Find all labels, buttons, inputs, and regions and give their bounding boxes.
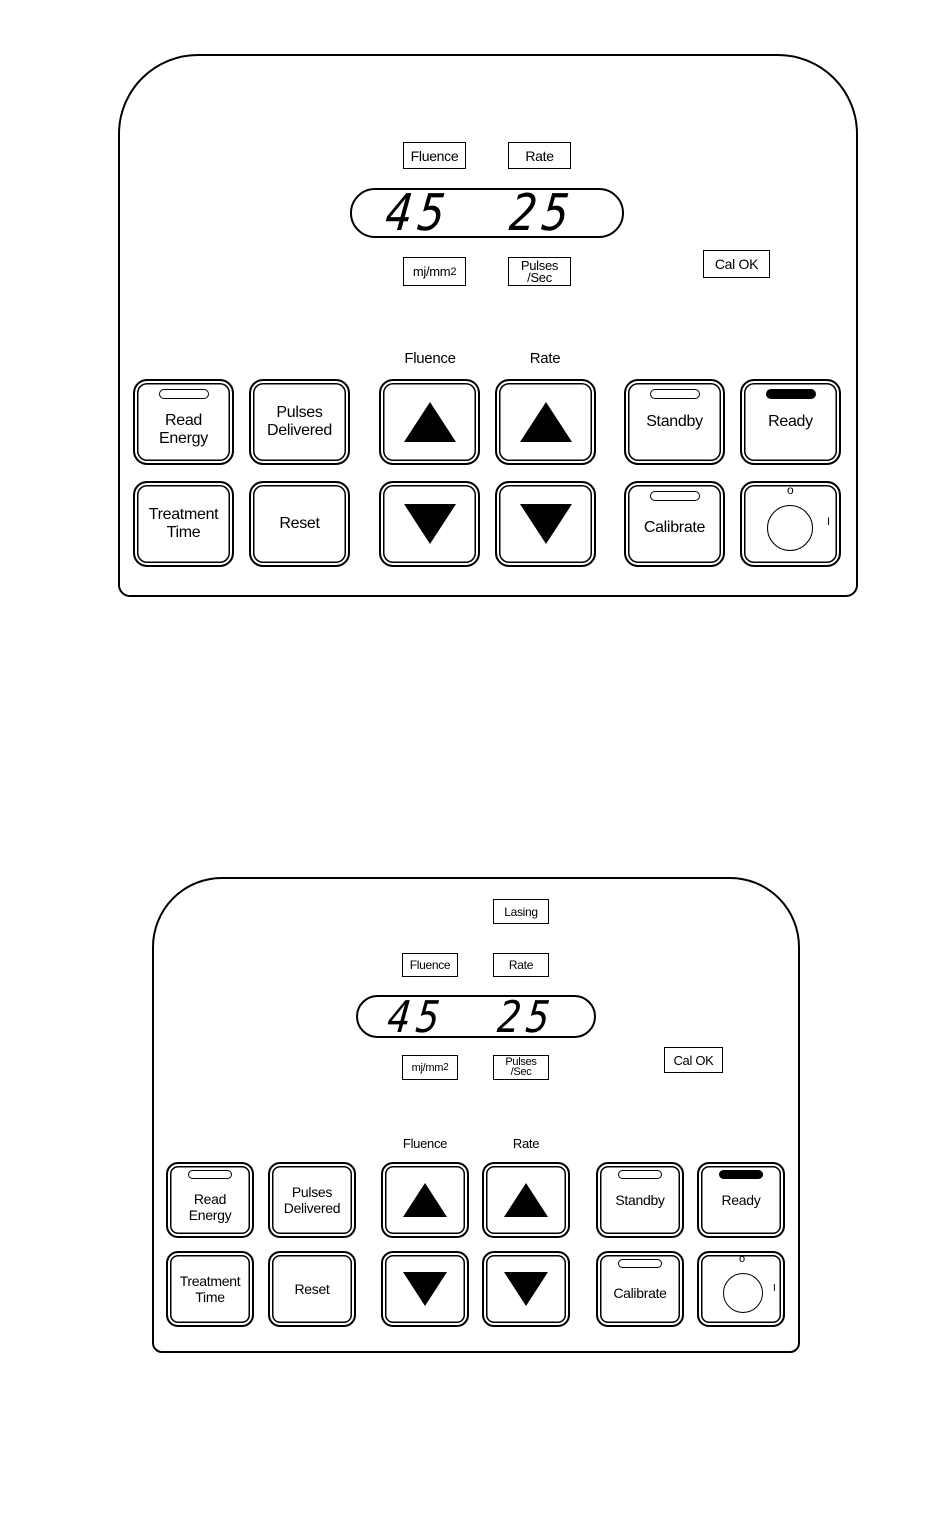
cal-ok-indicator: Cal OK [703, 250, 770, 278]
up-arrow-icon [403, 1183, 447, 1217]
read-energy-button[interactable]: Read Energy [166, 1162, 254, 1238]
key-switch[interactable]: o I [740, 481, 841, 567]
rate-unit-indicator: Pulses/Sec [508, 257, 571, 286]
fluence-arrows-label: Fluence [381, 1136, 469, 1151]
treatment-time-button[interactable]: Treatment Time [166, 1251, 254, 1327]
rate-readout: 25 [495, 992, 558, 1043]
ready-led [719, 1170, 763, 1179]
key-off-mark: o [739, 1253, 745, 1265]
fluence-indicator: Fluence [403, 142, 466, 169]
rate-arrows-label: Rate [482, 1136, 570, 1151]
lasing-indicator: Lasing [493, 899, 549, 924]
read-energy-led [188, 1170, 232, 1179]
rate-up-button[interactable] [482, 1162, 570, 1238]
rate-down-button[interactable] [482, 1251, 570, 1327]
calibrate-led [618, 1259, 662, 1268]
ready-button[interactable]: Ready [697, 1162, 785, 1238]
key-on-mark: I [827, 516, 830, 528]
fluence-up-button[interactable] [381, 1162, 469, 1238]
standby-button[interactable]: Standby [596, 1162, 684, 1238]
treatment-time-button[interactable]: Treatment Time [133, 481, 234, 567]
rate-unit-indicator: Pulses/Sec [493, 1055, 549, 1080]
ready-button[interactable]: Ready [740, 379, 841, 465]
rate-up-button[interactable] [495, 379, 596, 465]
fluence-indicator: Fluence [402, 953, 458, 977]
rate-readout: 25 [507, 184, 578, 243]
reset-button[interactable]: Reset [268, 1251, 356, 1327]
pulses-delivered-button[interactable]: Pulses Delivered [268, 1162, 356, 1238]
down-arrow-icon [504, 1272, 548, 1306]
fluence-up-button[interactable] [379, 379, 480, 465]
fluence-down-button[interactable] [379, 481, 480, 567]
digital-display: 45 25 [350, 188, 624, 238]
calibrate-button[interactable]: Calibrate [624, 481, 725, 567]
rate-indicator: Rate [493, 953, 549, 977]
down-arrow-icon [404, 504, 456, 544]
read-energy-led [159, 389, 209, 399]
up-arrow-icon [520, 402, 572, 442]
rate-arrows-label: Rate [495, 350, 595, 367]
down-arrow-icon [520, 504, 572, 544]
up-arrow-icon [504, 1183, 548, 1217]
digital-display: 45 25 [356, 995, 596, 1038]
fluence-readout: 45 [383, 184, 454, 243]
fluence-down-button[interactable] [381, 1251, 469, 1327]
calibrate-button[interactable]: Calibrate [596, 1251, 684, 1327]
standby-button[interactable]: Standby [624, 379, 725, 465]
key-on-mark: I [773, 1283, 776, 1294]
rate-down-button[interactable] [495, 481, 596, 567]
standby-led [618, 1170, 662, 1179]
fluence-readout: 45 [385, 992, 448, 1043]
down-arrow-icon [403, 1272, 447, 1306]
key-switch[interactable]: o I [697, 1251, 785, 1327]
standby-led [650, 389, 700, 399]
reset-button[interactable]: Reset [249, 481, 350, 567]
up-arrow-icon [404, 402, 456, 442]
key-knob-icon [767, 505, 813, 551]
key-off-mark: o [787, 483, 794, 497]
key-knob-icon [723, 1273, 763, 1313]
read-energy-button[interactable]: Read Energy [133, 379, 234, 465]
calibrate-led [650, 491, 700, 501]
cal-ok-indicator: Cal OK [664, 1047, 723, 1073]
pulses-delivered-button[interactable]: Pulses Delivered [249, 379, 350, 465]
fluence-arrows-label: Fluence [380, 350, 480, 367]
ready-led [766, 389, 816, 399]
rate-indicator: Rate [508, 142, 571, 169]
